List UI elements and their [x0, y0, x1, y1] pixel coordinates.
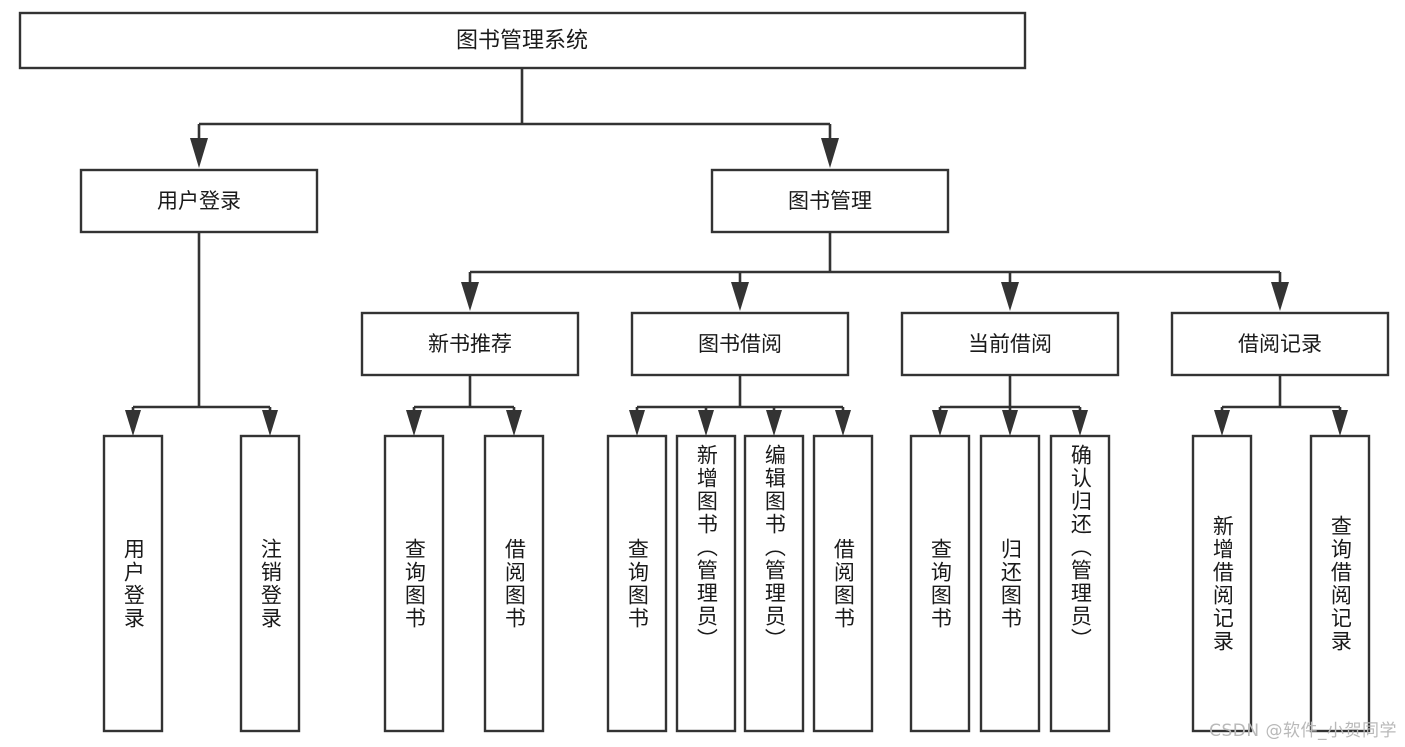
leaf-box-current-borrow-1[interactable] — [909, 434, 971, 733]
arrow-icon-bb-leaf-1 — [629, 410, 645, 436]
connector-group-bookborrow-leaves — [629, 375, 851, 436]
arrow-icon-nb-leaf-2 — [506, 410, 522, 436]
node-root[interactable]: 图书管理系统 — [18, 11, 1027, 70]
leaf-box-borrow-record-2[interactable] — [1309, 434, 1371, 733]
node-new-book-box[interactable] — [360, 311, 580, 377]
leaf-box-current-borrow-2[interactable] — [979, 434, 1041, 733]
node-new-book-label: 新书推荐 — [428, 332, 512, 356]
leaf-box-book-borrow-4[interactable] — [812, 434, 874, 733]
node-current-borrow[interactable]: 当前借阅 — [900, 311, 1120, 377]
leaf-box-new-book-1[interactable] — [383, 434, 445, 733]
node-current-borrow-label: 当前借阅 — [968, 332, 1052, 356]
arrow-icon-nb-leaf-1 — [406, 410, 422, 436]
node-user-login[interactable]: 用户登录 — [79, 168, 319, 234]
arrow-icon-to-book-borrow — [731, 282, 749, 311]
leaf-box-user-login-2[interactable] — [239, 434, 301, 733]
connector-group-newbook-leaves — [406, 375, 522, 436]
connector-group-borrowrecord-leaves — [1214, 375, 1348, 436]
arrow-icon-root-to-user-login — [190, 138, 208, 168]
node-borrow-record[interactable]: 借阅记录 — [1170, 311, 1390, 377]
node-user-login-label: 用户登录 — [157, 189, 241, 213]
arrow-icon-cb-leaf-2 — [1002, 410, 1018, 436]
arrow-icon-to-new-book — [461, 282, 479, 311]
arrow-icon-cb-leaf-3 — [1072, 410, 1088, 436]
node-book-manage-label: 图书管理 — [788, 189, 872, 213]
arrow-icon-ul-leaf-2 — [262, 410, 278, 436]
connector-group-currentborrow-leaves — [932, 375, 1088, 436]
arrow-icon-cb-leaf-1 — [932, 410, 948, 436]
node-book-manage[interactable]: 图书管理 — [710, 168, 950, 234]
arrow-icon-root-to-book-manage — [821, 138, 839, 168]
arrow-icon-to-borrow-record — [1271, 282, 1289, 311]
node-book-borrow[interactable]: 图书借阅 — [630, 311, 850, 377]
node-book-manage-box[interactable] — [710, 168, 950, 234]
arrow-icon-bb-leaf-3 — [766, 410, 782, 436]
leaf-box-user-login-1[interactable] — [102, 434, 164, 733]
node-book-borrow-box[interactable] — [630, 311, 850, 377]
arrow-icon-ul-leaf-1 — [125, 410, 141, 436]
connector-group-root-to-level2 — [190, 68, 839, 168]
node-book-borrow-label: 图书借阅 — [698, 332, 782, 356]
leaf-box-book-borrow-1[interactable] — [606, 434, 668, 733]
node-new-book[interactable]: 新书推荐 — [360, 311, 580, 377]
node-root-box[interactable] — [18, 11, 1027, 70]
arrow-icon-bb-leaf-2 — [698, 410, 714, 436]
watermark-text: CSDN @软件_小贺同学 — [1209, 721, 1397, 741]
node-user-login-box[interactable] — [79, 168, 319, 234]
node-borrow-record-box[interactable] — [1170, 311, 1390, 377]
leaf-box-book-borrow-2[interactable] — [675, 434, 737, 733]
arrow-icon-to-current-borrow — [1001, 282, 1019, 311]
node-root-label: 图书管理系统 — [456, 29, 588, 54]
node-borrow-record-label: 借阅记录 — [1238, 332, 1322, 356]
leaf-box-new-book-2[interactable] — [483, 434, 545, 733]
leaf-box-book-borrow-3[interactable] — [743, 434, 805, 733]
node-current-borrow-box[interactable] — [900, 311, 1120, 377]
leaf-box-borrow-record-1[interactable] — [1191, 434, 1253, 733]
arrow-icon-bb-leaf-4 — [835, 410, 851, 436]
arrow-icon-br-leaf-2 — [1332, 410, 1348, 436]
connector-group-bookmanage-to-level3 — [461, 232, 1289, 311]
leaf-box-current-borrow-3[interactable] — [1049, 434, 1111, 733]
arrow-icon-br-leaf-1 — [1214, 410, 1230, 436]
connector-group-userlogin-leaves — [125, 232, 278, 436]
